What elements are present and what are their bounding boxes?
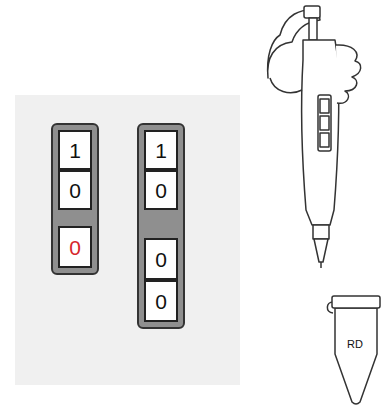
pipette-drawing <box>268 6 361 268</box>
digit-box: 0 <box>144 170 178 210</box>
digit-box: 1 <box>58 130 92 170</box>
digit-box: 0 <box>144 238 178 280</box>
display-digit <box>320 116 329 130</box>
digit-box: 0 <box>58 170 92 210</box>
tube: RD <box>325 292 387 408</box>
tube-cap <box>332 296 380 308</box>
digit-box: 0 <box>58 226 92 268</box>
tube-body <box>335 308 377 404</box>
hand-fingers <box>336 45 361 103</box>
display-window <box>318 95 331 151</box>
dial-frame <box>52 124 98 274</box>
tip-end <box>320 262 322 268</box>
plunger-button <box>304 6 320 18</box>
dial-digit: 0 <box>155 180 167 201</box>
plunger-rod <box>309 18 317 40</box>
digit-box: 0 <box>144 280 178 322</box>
tube-outline <box>325 292 387 408</box>
tube-shape <box>327 296 380 404</box>
dial-digit: 1 <box>155 140 167 161</box>
dial-frame <box>138 124 184 328</box>
dial-digit: 0 <box>155 291 167 312</box>
dial-digit: 0 <box>69 237 81 258</box>
dial-digit: 0 <box>155 249 167 270</box>
hand-palm <box>270 78 302 93</box>
pipette-tip <box>314 239 328 262</box>
display-digit <box>320 133 329 147</box>
digit-box: 1 <box>144 130 178 170</box>
dial-panel <box>15 95 240 385</box>
dial-digit: 0 <box>69 180 81 201</box>
pipette-shaft <box>313 225 329 239</box>
display-digit <box>320 99 329 113</box>
pipette-body <box>302 40 339 225</box>
dial-digit: 1 <box>69 140 81 161</box>
tube-label: RD <box>335 338 375 350</box>
